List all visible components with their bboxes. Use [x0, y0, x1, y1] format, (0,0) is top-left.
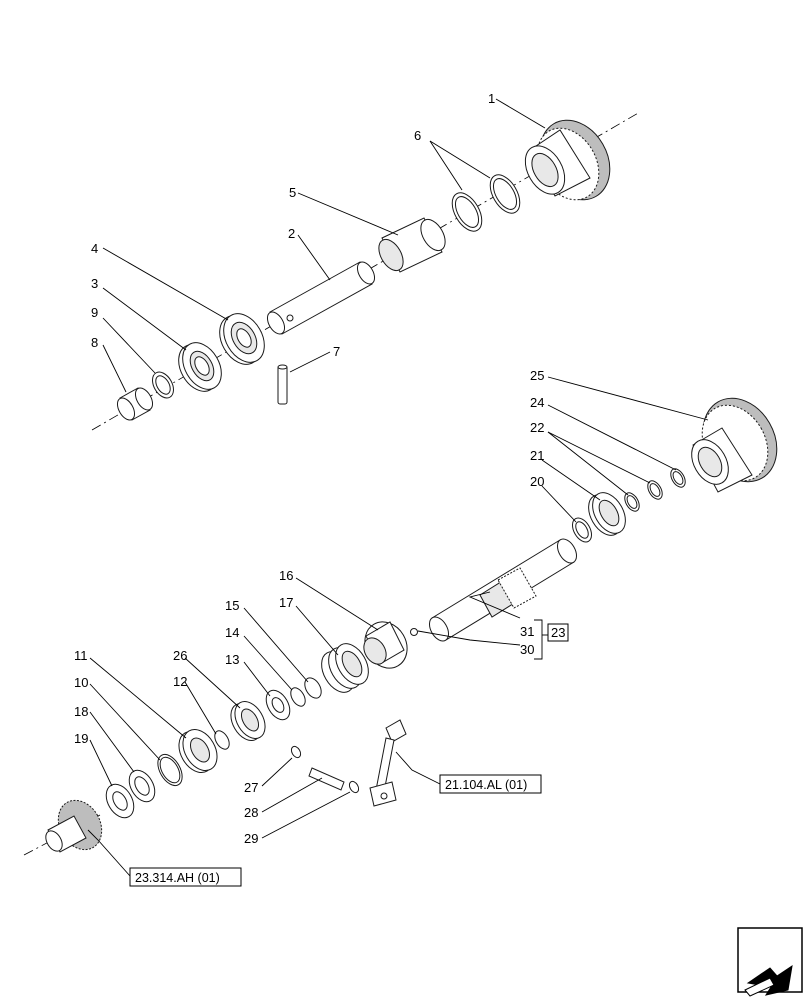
reference-label-b: 23.314.AH (01): [135, 871, 220, 885]
callout-24: 24: [530, 395, 544, 410]
callout-10: 10: [74, 675, 88, 690]
bushing-part-8: [116, 387, 154, 421]
ring-part-12: [214, 730, 230, 750]
callout-9: 9: [91, 305, 98, 320]
oil-tube-assembly: [369, 719, 407, 807]
reference-link-21-104-al[interactable]: 21.104.AL (01): [439, 774, 542, 794]
callout-11: 11: [74, 648, 88, 663]
callout-6: 6: [414, 128, 421, 143]
callout-17: 17: [279, 595, 293, 610]
washer-part-19: [105, 783, 135, 819]
bearing-part-26: [230, 701, 266, 741]
callout-27: 27: [244, 780, 258, 795]
reference-link-23-314-ah[interactable]: 23.314.AH (01): [129, 867, 242, 887]
bearing-part-3: [178, 342, 222, 392]
ring-part-14: [290, 687, 306, 707]
snap-ring-part-10: [157, 753, 183, 787]
shaft-part-2: [266, 261, 376, 335]
spring-part-17: [321, 643, 369, 693]
callout-26: 26: [173, 648, 187, 663]
main-shaft-part-31: [429, 538, 577, 642]
callout-21: 21: [530, 448, 544, 463]
callout-18: 18: [74, 704, 88, 719]
callout-19: 19: [74, 731, 88, 746]
bearing-part-11: [178, 729, 218, 773]
callout-3: 3: [91, 276, 98, 291]
pin-part-28: [308, 767, 345, 791]
callout-29: 29: [244, 831, 258, 846]
leader-lines: [87, 98, 709, 877]
group-ref-label: 23: [551, 625, 565, 640]
ring-part-22: [624, 480, 663, 512]
callout-22: 22: [530, 420, 544, 435]
callout-30: 30: [520, 642, 534, 657]
callout-28: 28: [244, 805, 258, 820]
referenced-gear-hub: [45, 799, 103, 853]
ball-part-30: [410, 628, 418, 636]
washer-part-13: [265, 689, 291, 721]
snap-ring-part-6: [451, 174, 521, 232]
callout-20: 20: [530, 474, 544, 489]
callout-13: 13: [225, 652, 239, 667]
pin-part-7: [277, 364, 288, 405]
callout-2: 2: [288, 226, 295, 241]
sleeve-part-5: [378, 217, 446, 273]
gear-part-25: [691, 397, 778, 493]
callout-1: 1: [488, 91, 495, 106]
callout-8: 8: [91, 335, 98, 350]
ring-part-20: [572, 517, 592, 543]
callout-16: 16: [279, 568, 293, 583]
ring-part-27: [290, 745, 302, 759]
callout-5: 5: [289, 185, 296, 200]
callout-15: 15: [225, 598, 239, 613]
callout-25: 25: [530, 368, 544, 383]
callout-4: 4: [91, 241, 98, 256]
reference-label-a: 21.104.AL (01): [445, 778, 527, 792]
group-ref-box[interactable]: 23: [547, 623, 569, 642]
ring-part-29: [348, 780, 360, 794]
callout-7: 7: [333, 344, 340, 359]
callout-14: 14: [225, 625, 239, 640]
bearing-part-21: [588, 492, 626, 536]
ring-part-24: [670, 468, 686, 488]
ring-part-9: [152, 371, 174, 399]
next-page-arrow-icon[interactable]: [737, 927, 803, 997]
ring-part-15: [304, 677, 322, 699]
bearing-part-4: [219, 313, 265, 365]
housing-part-16: [363, 621, 408, 669]
gear-part-1: [524, 119, 611, 201]
callout-31: 31: [520, 624, 534, 639]
callout-12: 12: [173, 674, 187, 689]
